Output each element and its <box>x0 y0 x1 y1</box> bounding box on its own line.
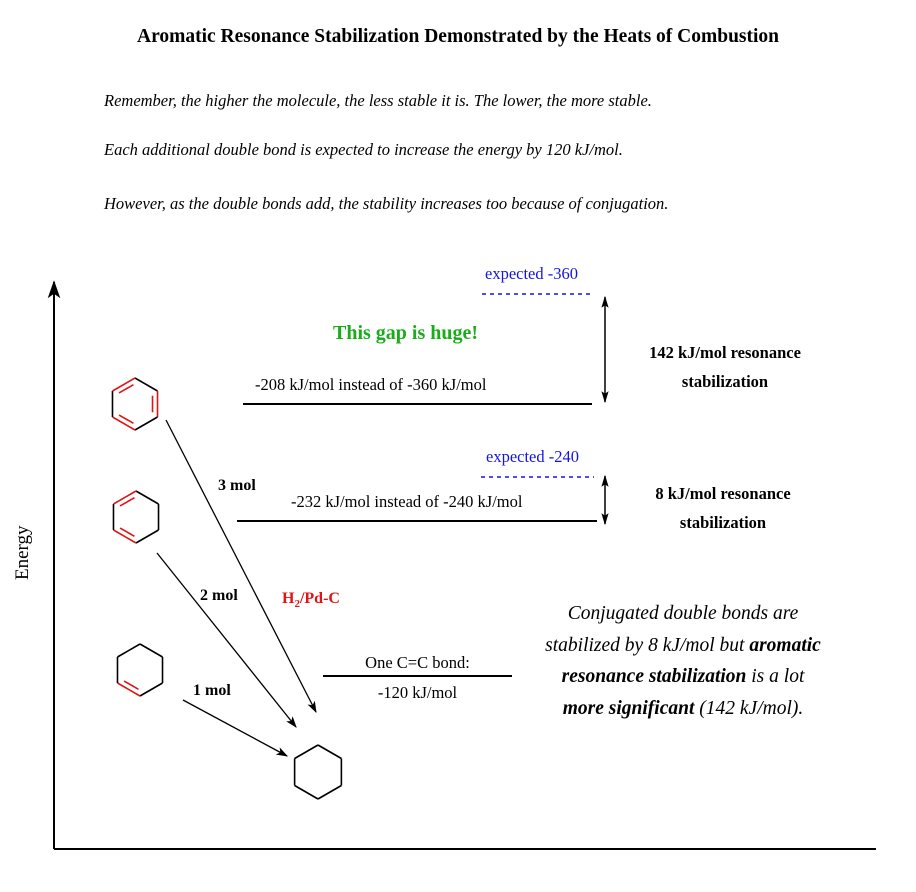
cyclohexene-icon <box>116 643 164 697</box>
single-bond <box>317 744 342 760</box>
summary-bold1: aromatic resonance stabilization <box>561 634 821 688</box>
double-bond-inner <box>123 680 139 691</box>
gap-huge-label: This gap is huge! <box>333 322 479 344</box>
reagent-h: H <box>282 590 295 607</box>
double-bond-inner <box>118 383 134 394</box>
summary-part2: is a lot <box>746 666 805 687</box>
single-bond <box>294 784 319 800</box>
alkene-energy-line1: One C=C bond: <box>365 653 470 672</box>
double-bond-outer <box>113 529 137 544</box>
reagent-subscript: 2 <box>294 598 300 611</box>
note-stability: Remember, the higher the molecule, the l… <box>104 91 652 110</box>
single-bond <box>135 529 159 544</box>
stabilization-142-line2: stabilization <box>681 372 769 391</box>
single-bond <box>134 416 158 431</box>
arrow-1-mol <box>182 699 289 757</box>
stabilization-142-label: 142 kJ/mol resonance stabilization <box>620 338 830 396</box>
arrow-3-mol <box>165 419 317 714</box>
arrow-2-mol-label: 2 mol <box>200 587 238 604</box>
cyclohexadiene-icon <box>112 490 160 544</box>
reagent-label: H2/Pd-C <box>282 590 340 610</box>
page-title: Aromatic Resonance Stabilization Demonst… <box>136 26 780 47</box>
double-bond-inner <box>119 496 135 507</box>
double-bond-outer <box>117 682 141 697</box>
note-double-bond-energy: Each additional double bond is expected … <box>104 140 623 159</box>
double-bond-inner <box>118 414 134 425</box>
double-bond-inner <box>119 527 135 538</box>
benzene-icon <box>111 377 159 431</box>
single-bond <box>139 682 163 697</box>
note-conjugation: However, as the double bonds add, the st… <box>104 194 669 213</box>
arrow-3-mol-label: 3 mol <box>218 477 256 494</box>
single-bond <box>294 744 319 760</box>
single-bond <box>135 490 159 505</box>
summary-part1: Conjugated double bonds are stabilized b… <box>545 603 799 656</box>
summary-text: Conjugated double bonds are stabilized b… <box>540 598 826 724</box>
energy-axis-label: Energy <box>12 525 33 580</box>
stabilization-142-line1: 142 kJ/mol resonance <box>649 343 801 362</box>
single-bond <box>134 377 158 392</box>
reagent-catalyst: /Pd-C <box>299 590 340 607</box>
alkene-energy-line2: -120 kJ/mol <box>377 683 458 702</box>
arrow-2-mol <box>156 552 297 728</box>
benzene-energy-label: -208 kJ/mol instead of -360 kJ/mol <box>255 375 487 394</box>
cyclohexane-icon <box>293 744 343 800</box>
single-bond <box>117 643 141 658</box>
diene-energy-label: -232 kJ/mol instead of -240 kJ/mol <box>291 492 523 511</box>
summary-part3: (142 kJ/mol). <box>694 697 804 719</box>
stabilization-8-label: 8 kJ/mol resonance stabilization <box>618 479 828 537</box>
double-bond-outer <box>112 416 136 431</box>
expected-360-label: expected -360 <box>485 264 578 283</box>
arrow-1-mol-label: 1 mol <box>193 682 231 699</box>
double-bond-outer <box>112 377 136 392</box>
single-bond <box>317 784 342 800</box>
summary-bold2: more significant <box>562 697 695 719</box>
single-bond <box>139 643 163 658</box>
stabilization-8-line2: stabilization <box>679 513 767 532</box>
expected-240-label: expected -240 <box>486 447 579 466</box>
double-bond-outer <box>113 490 137 505</box>
stabilization-8-line1: 8 kJ/mol resonance <box>655 484 791 503</box>
